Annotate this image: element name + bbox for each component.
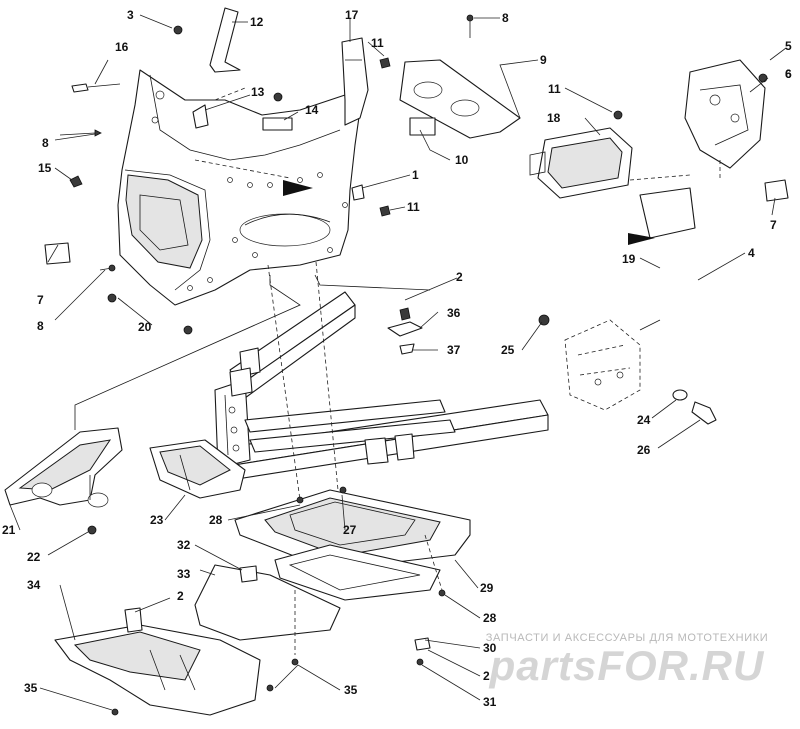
front-bulkhead xyxy=(117,69,361,306)
part-label: 23 xyxy=(150,513,164,527)
part-label: 7 xyxy=(37,293,44,307)
part-label: 6 xyxy=(785,67,792,81)
part-label: 29 xyxy=(480,581,494,595)
part-label: 35 xyxy=(344,683,358,697)
part-label: 9 xyxy=(540,53,547,67)
part-label: 25 xyxy=(501,343,515,357)
part-label: 2 xyxy=(483,669,490,683)
part-label: 8 xyxy=(42,136,49,150)
part-label: 24 xyxy=(637,413,651,427)
alignment-lines xyxy=(74,261,443,591)
part-label: 27 xyxy=(343,523,357,537)
part-label: 13 xyxy=(251,85,265,99)
part-label: 6 xyxy=(785,67,792,81)
part-label: 17 xyxy=(345,8,359,22)
part-label: 30 xyxy=(483,641,497,655)
part-label: 22 xyxy=(27,550,41,564)
part-label: 11 xyxy=(548,82,561,96)
part-label: 34 xyxy=(27,578,41,592)
clip-bolt xyxy=(387,307,423,355)
part-label: 12 xyxy=(250,15,264,29)
upper-small-parts xyxy=(44,7,789,335)
skid-plate-middle xyxy=(274,544,441,601)
part-label: 26 xyxy=(637,443,651,457)
part-label: 31 xyxy=(483,695,497,709)
steering-plate xyxy=(399,59,521,139)
part-label: 3 xyxy=(127,8,134,22)
part-label: 28 xyxy=(209,513,223,527)
washer-bolt xyxy=(538,314,717,425)
skid-plate-33 xyxy=(194,564,446,666)
part-label: 35 xyxy=(24,681,38,695)
part-label: 11 xyxy=(407,200,420,214)
part-label: 10 xyxy=(455,153,469,167)
direction-arrow-icon-2 xyxy=(628,233,655,245)
part-label: 33 xyxy=(177,567,191,581)
main-frame xyxy=(209,291,661,483)
part-label: 4 xyxy=(748,246,755,260)
direction-arrow-icon xyxy=(283,180,313,196)
part-label: 32 xyxy=(177,538,191,552)
part-labels: 3 12 17 8 16 11 9 5 6 13 14 8 10 11 18 6… xyxy=(2,8,792,709)
skid-plate-upper xyxy=(234,486,471,571)
part-label: 8 xyxy=(502,11,509,25)
part-label: 11 xyxy=(371,36,384,50)
part-label: 19 xyxy=(622,252,636,266)
part-label: 36 xyxy=(447,306,461,320)
part-label: 15 xyxy=(38,161,52,175)
part-label: 2 xyxy=(177,589,184,603)
part-label: 20 xyxy=(138,320,152,334)
leader-lines xyxy=(9,14,787,711)
part-label: 21 xyxy=(2,523,16,537)
part-label: 8 xyxy=(37,319,44,333)
left-bracket xyxy=(4,427,123,535)
part-label: 16 xyxy=(115,40,129,54)
part-label: 5 xyxy=(785,39,792,53)
part-label: 18 xyxy=(547,111,561,125)
part-label: 1 xyxy=(412,168,419,182)
part-label: 14 xyxy=(305,103,319,117)
front-skid-34 xyxy=(54,607,274,716)
part-label: 7 xyxy=(770,218,777,232)
right-bracket xyxy=(628,59,766,245)
part-label: 28 xyxy=(483,611,497,625)
front-lower-mount xyxy=(149,439,246,499)
part-label: 2 xyxy=(456,270,463,284)
module xyxy=(529,127,633,199)
part-label: 37 xyxy=(447,343,461,357)
